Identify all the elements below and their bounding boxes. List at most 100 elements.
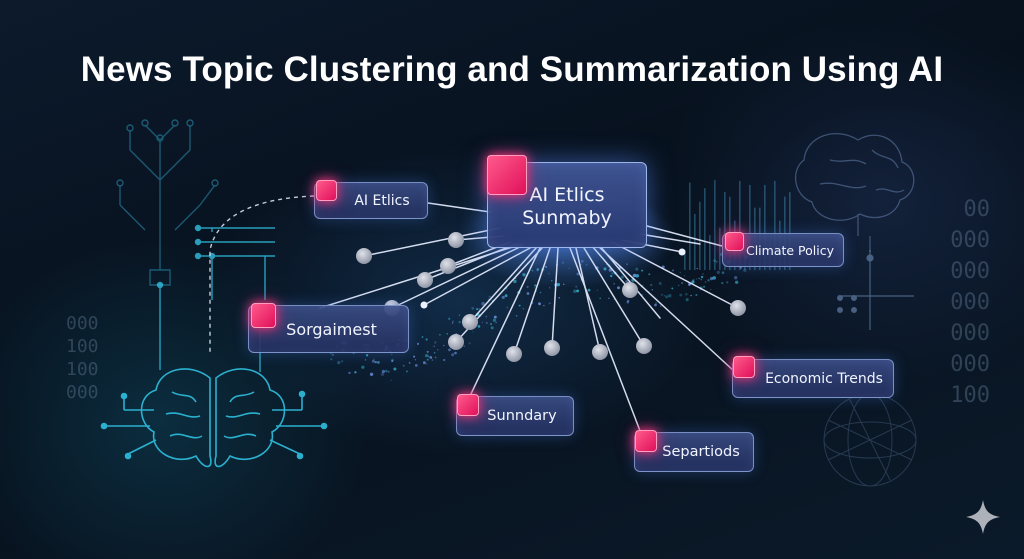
particle [492,318,496,322]
hub-node-badge [487,155,527,195]
particle [452,320,454,323]
particle [534,287,536,289]
particle [433,351,436,354]
particle [451,353,455,357]
circuit-wires-left [156,224,275,372]
particle [438,333,441,336]
cluster-dot [448,334,464,350]
topic-label: Economic Trends [765,370,883,387]
cluster-dot [462,314,478,330]
dashed-connector [209,195,315,352]
topic-badge [251,303,276,328]
topic-node-economic-trends[interactable]: Economic Trends [732,359,894,398]
particle [391,353,393,356]
particle [437,349,439,351]
particle [683,275,686,277]
particle [361,365,365,369]
sparkle-icon [966,500,1000,534]
binary-column-right: 00 000 000 000 000 000 100 [950,197,990,408]
cluster-dot [544,340,560,356]
particle [679,271,682,274]
cluster-dot [592,344,608,360]
particle [576,289,580,293]
signal-bar [709,234,711,270]
particle [721,271,725,275]
particle [446,332,449,335]
particle [490,323,492,325]
particle [518,304,521,307]
topic-label: AI Etlics [354,192,410,209]
particle [716,270,720,275]
particle [654,303,657,307]
particle [425,338,428,341]
particle [468,342,471,345]
particle [341,360,344,363]
particle [665,295,669,299]
particle [408,361,411,364]
particle [515,314,518,317]
binary-column-left: 000 100 100 000 [66,313,99,403]
particle [721,282,724,285]
particle [384,369,388,373]
connector-sunndary [469,247,541,397]
particle [695,278,698,280]
particle [700,275,704,279]
particle [471,306,475,310]
particle [692,279,695,282]
topic-badge [725,232,744,251]
particle [377,361,380,364]
particle [472,331,474,333]
particle [381,369,386,374]
cluster-dot [440,258,456,274]
particle [431,359,434,361]
particle [477,325,481,328]
particle [649,283,653,287]
cluster-dot [417,272,433,288]
signal-bar [684,250,686,270]
particle [608,297,610,300]
particle [700,278,703,281]
particle [726,281,729,284]
particle [425,363,428,365]
cluster-dot [622,282,638,298]
topic-label: Sorgaimest [286,319,377,339]
particle [685,298,689,302]
signal-bar [774,180,776,270]
particle [685,293,688,296]
particle [433,345,435,347]
particle [374,361,377,364]
particle [680,281,684,285]
particle [330,358,333,361]
particle [485,315,488,318]
particle [429,356,433,359]
particle [495,321,497,324]
particle [702,273,704,275]
topic-label: Climate Policy [745,242,835,258]
signal-bar [704,188,706,270]
signal-bar [789,192,791,270]
connector-ai-etlics [427,202,491,213]
particle [703,285,706,288]
particle [707,279,710,282]
particle [709,276,714,281]
particle [426,350,429,353]
particle [627,299,630,303]
particle [371,359,375,363]
particle [660,293,663,296]
particle [596,289,599,292]
particle [354,371,357,374]
signal-bar [724,192,726,270]
cluster-dot [636,338,652,354]
page-title: News Topic Clustering and Summarization … [80,50,944,89]
connector-economic-trends [597,245,736,373]
particle [434,356,437,359]
signal-bar [739,180,741,270]
cluster-dot [506,346,522,362]
particle [651,289,654,291]
particle [414,359,417,361]
particle [434,341,437,344]
particle [672,269,674,272]
particle [380,372,385,376]
particle [373,358,375,361]
